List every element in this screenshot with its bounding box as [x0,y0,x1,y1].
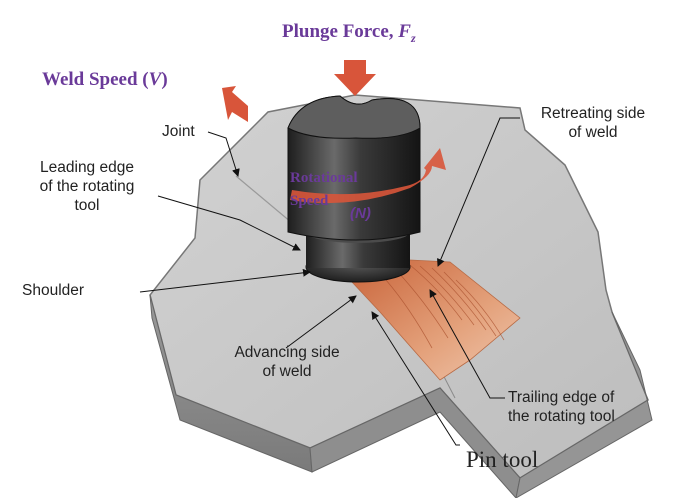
weld-speed-close: ) [161,69,168,90]
rotational-symbol: (N) [350,205,371,222]
retreating-side-label: Retreating side of weld [518,104,668,142]
workpiece-side-front [309,387,521,498]
advancing-side-label: Advancing side of weld [222,343,352,381]
leading-edge-label: Leading edge of the rotating tool [12,158,162,215]
leader-retreating [437,117,520,267]
weld-speed-symbol: V [148,69,162,90]
plunge-force-subscript: z [410,30,416,45]
plunge-force-label: Plunge Force, Fz [282,22,416,48]
retreating-line1: Retreating side [540,105,646,122]
leader-shoulder [139,268,311,293]
advancing-line1: Advancing side [234,344,340,361]
weld-ripples [385,264,505,349]
tool-top-face [287,95,421,139]
rotational-line1: Rotational [290,170,358,186]
joint-label: Joint [162,123,195,140]
advancing-line2: of weld [262,363,312,380]
rotational-line2: Speed [290,193,329,209]
trailing-line2: the rotating tool [508,408,615,425]
rotation-arrow [290,148,446,204]
plunge-force-text: Plunge Force, [282,21,399,42]
trailing-line1: Trailing edge of [508,389,615,406]
leader-joint [207,131,240,177]
leading-edge-line2: of the rotating [39,178,135,195]
plunge-arrow [334,60,376,96]
leading-edge-line1: Leading edge [40,159,134,176]
shoulder-label: Shoulder [22,282,85,299]
workpiece-side-right [515,311,653,498]
weld-speed-label: Weld Speed (V) [42,70,168,89]
pin-tool-label: Pin tool [466,447,539,472]
weld-speed-arrow [222,86,248,122]
leader-pin-tool [371,311,460,446]
retreating-line2: of weld [568,124,618,141]
weld-speed-text: Weld Speed ( [42,69,149,90]
leading-edge-line3: tool [74,197,100,214]
plunge-force-symbol: F [398,21,411,42]
leader-leading-edge [157,195,301,251]
trailing-edge-label: Trailing edge of the rotating tool [508,388,615,426]
rotational-speed-label: Rotational Speed [290,167,358,213]
leader-advancing [285,295,357,349]
leader-trailing [429,289,505,399]
